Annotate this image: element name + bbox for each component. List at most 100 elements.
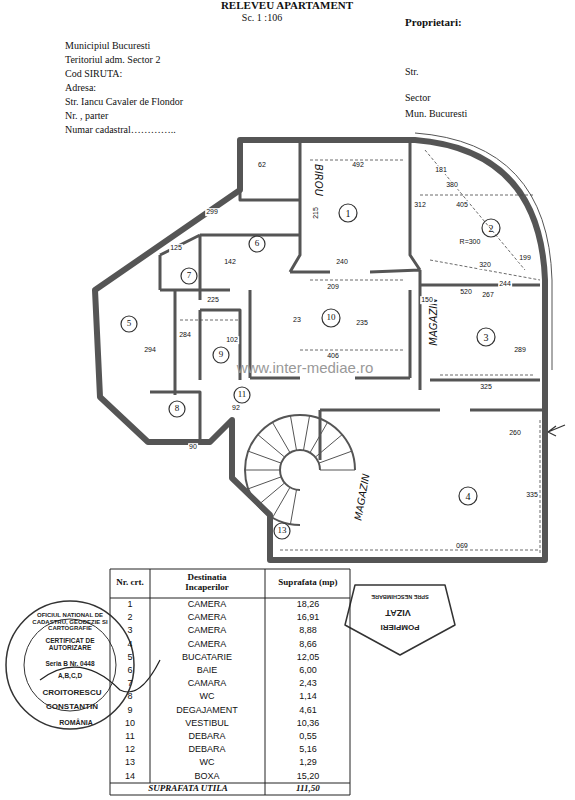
dimension: 23 [292,316,302,324]
header-field: Str. Iancu Cavaler de Flondor [65,96,183,107]
dimension: 62 [257,161,267,169]
table-cell: 2 [127,613,132,623]
table-cell: WC [200,758,215,768]
header-field: Cod SIRUTA: [65,68,122,79]
stair-step [315,435,342,457]
table-cell: WC [200,692,215,702]
title: RELEVEU APARTAMENT [221,0,353,11]
table-cell: 6 [127,666,132,676]
dimension: 289 [513,346,527,354]
stair-step [258,483,285,505]
inner-wall [150,140,545,460]
table-cell: 18,26 [297,600,320,610]
table-cell: 10 [125,719,135,729]
header-field: Str. [405,66,419,77]
stair-step [319,451,352,463]
callout-number: 9 [219,350,224,360]
dimension: 335 [525,491,539,499]
table-cell: 9 [127,706,132,716]
table-header: Nr. crt. [113,578,147,588]
callout-number: 10 [327,313,336,323]
dimension: 102 [225,336,239,344]
table-cell: 1 [127,600,132,610]
table-cell: 8 [127,692,132,702]
table-cell: 5 [127,653,132,663]
table-cell: 16,91 [297,613,320,623]
stair-outline [245,415,355,525]
header-field: Proprietari: [405,16,462,28]
callout-number: 7 [187,271,192,281]
callout-number: 13 [278,526,287,536]
callout-number: 3 [484,332,489,343]
callout-number: 1 [346,208,351,219]
dimension: 406 [326,352,340,360]
table-cell: 2,43 [299,679,317,689]
room-use-note: BIROU [313,164,324,196]
table-cell: 6,00 [299,666,317,676]
stair-step [273,487,291,517]
table-cell: CAMERA [188,600,227,610]
stamp-text: CONSTANTIN [46,703,98,712]
dimension: 267 [481,291,495,299]
table-header: Suprafata (mp) [268,578,348,588]
header-field: Teritoriul adm. Sector 2 [65,54,160,65]
dimension: 492 [351,161,365,169]
table-cell: DEBARA [188,745,225,755]
dimension: 520 [459,288,473,296]
stair-step [245,470,280,471]
dimension: 325 [479,383,493,391]
scale-note: Sc. 1 :106 [242,12,282,23]
stair-step [258,435,285,457]
stamp-text: POMPIERI [380,623,419,632]
stamp-circle [6,601,134,729]
table-grid [110,569,350,795]
signature [40,660,160,692]
table-cell: CAMERA [188,626,227,636]
dimension: 380 [445,181,459,189]
header-field: Municipiul Bucuresti [65,40,150,51]
header-field: Adresa: [65,82,96,93]
dimension: 294 [143,346,157,354]
table-cell: 15,20 [297,772,320,782]
table-cell: 12 [125,745,135,755]
dimension: 240 [335,258,349,266]
dimension: 284 [178,331,192,339]
table-cell: CAMERA [188,613,227,623]
stair-step [248,477,281,489]
outer-wall [95,140,545,560]
table-cell: 4 [127,640,132,650]
room-use-note: MAGAZIN [428,298,439,345]
stamp-text: CROITORESCU [43,689,102,698]
stair-step [310,422,328,452]
stamp-pentagon [345,585,455,655]
dimension: 405 [455,201,469,209]
stair-step [248,451,281,463]
header-field: Sector [405,92,431,103]
table-cell: 1,14 [299,692,317,702]
stamp-text: CERTIFICAT DE AUTORIZARE [40,637,100,651]
table-cell: BUCATARIE [182,653,232,663]
table-cell: 1,29 [299,758,317,768]
table-cell: 12,05 [297,653,320,663]
table-cell: BAIE [197,666,218,676]
dimension: 125 [169,244,183,252]
dimension: 215 [312,206,320,220]
dimension: 244 [498,280,512,288]
table-cell: CAMARA [188,679,227,689]
dimension: 181 [434,166,448,174]
table-cell: 5,16 [299,745,317,755]
entry-arrow [548,425,565,436]
table-cell: 8,88 [299,626,317,636]
stamp-text: SPRE NESCHIMBARE [371,594,428,600]
stair-step [320,470,355,471]
table-cell: 11 [125,732,134,742]
table-cell: DEBARA [188,732,225,742]
header-field: Nr. , parter [65,110,108,121]
table-total: 111,50 [296,784,320,794]
room-use-note: MAGAZIN [352,473,371,522]
callout-number: 11 [238,390,247,400]
dimension: R=300 [459,238,482,246]
watermark: www.inter-mediae.ro [237,360,374,377]
stamp-text: VIZAT [385,607,410,617]
